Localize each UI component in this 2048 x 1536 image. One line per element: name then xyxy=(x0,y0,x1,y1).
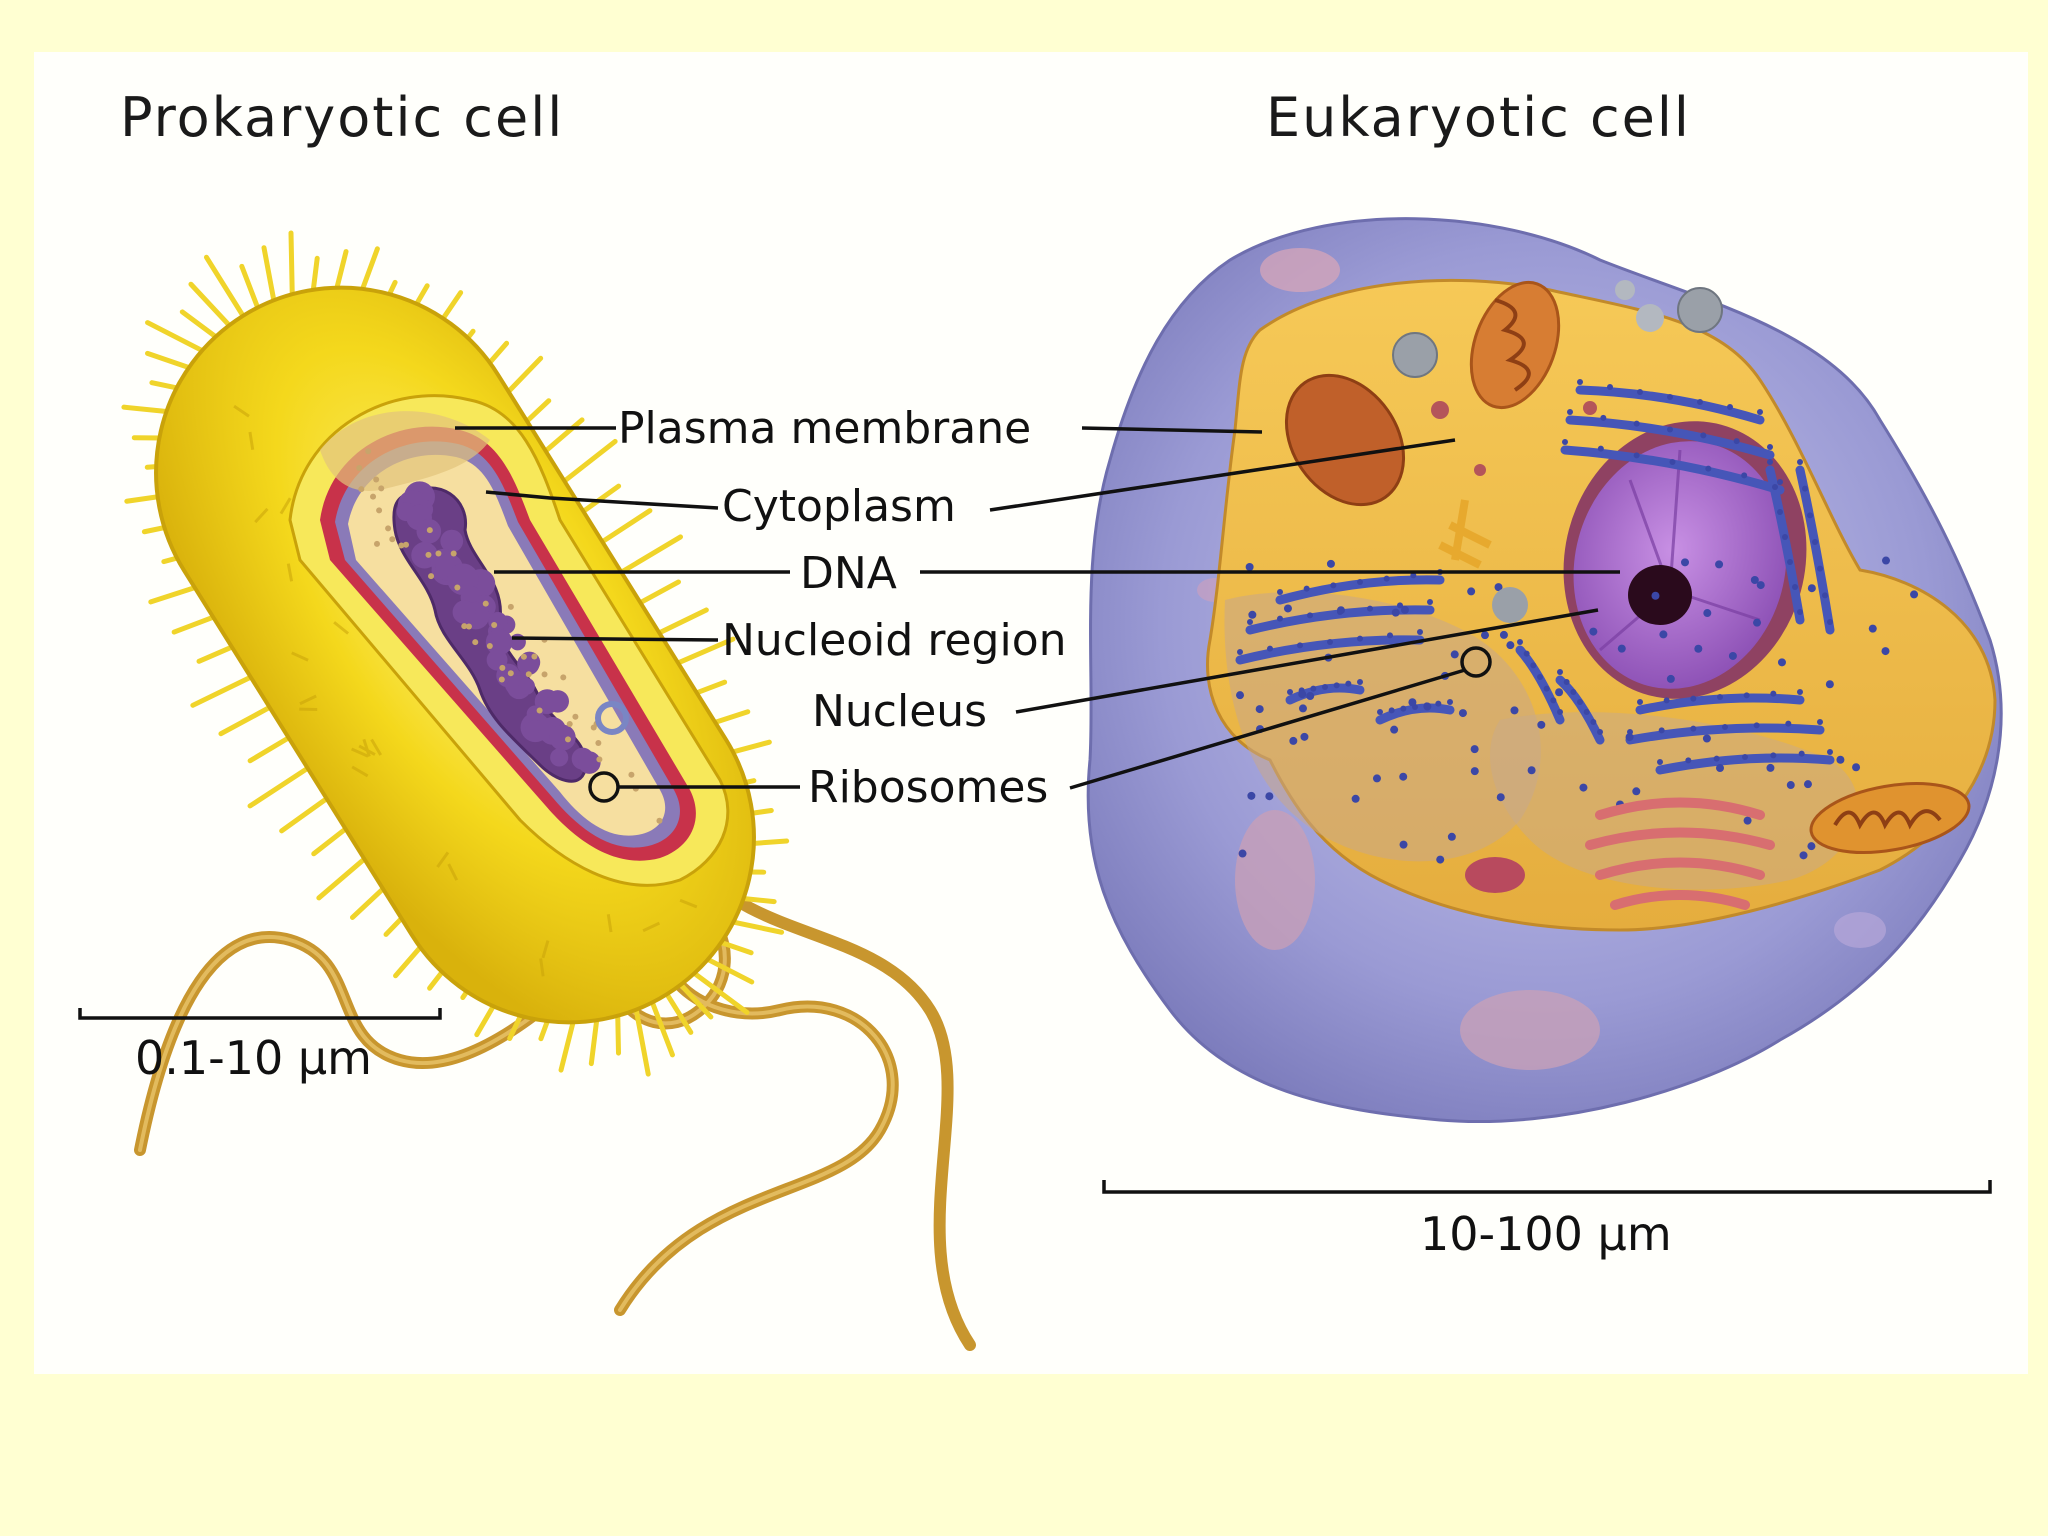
label-nucleoid-region: Nucleoid region xyxy=(722,615,1067,666)
eukaryotic-cell-illustration xyxy=(1088,219,2001,1122)
nucleolus xyxy=(1628,565,1692,625)
label-ribosomes: Ribosomes xyxy=(808,762,1048,813)
label-plasma-membrane: Plasma membrane xyxy=(618,403,1031,454)
eukaryote-scale-bar xyxy=(1104,1180,1990,1192)
label-nucleus: Nucleus xyxy=(812,686,987,737)
prokaryote-scale-label: 0.1-10 µm xyxy=(135,1031,372,1085)
eukaryote-scale-label: 10-100 µm xyxy=(1420,1207,1672,1261)
prokaryote-scale-bar xyxy=(80,1008,440,1018)
lysosome xyxy=(1465,857,1525,893)
label-dna: DNA xyxy=(800,548,897,599)
prokaryotic-cell-title: Prokaryotic cell xyxy=(120,86,564,149)
label-cytoplasm: Cytoplasm xyxy=(722,481,956,532)
eukaryotic-cell-title: Eukaryotic cell xyxy=(1266,86,1691,149)
